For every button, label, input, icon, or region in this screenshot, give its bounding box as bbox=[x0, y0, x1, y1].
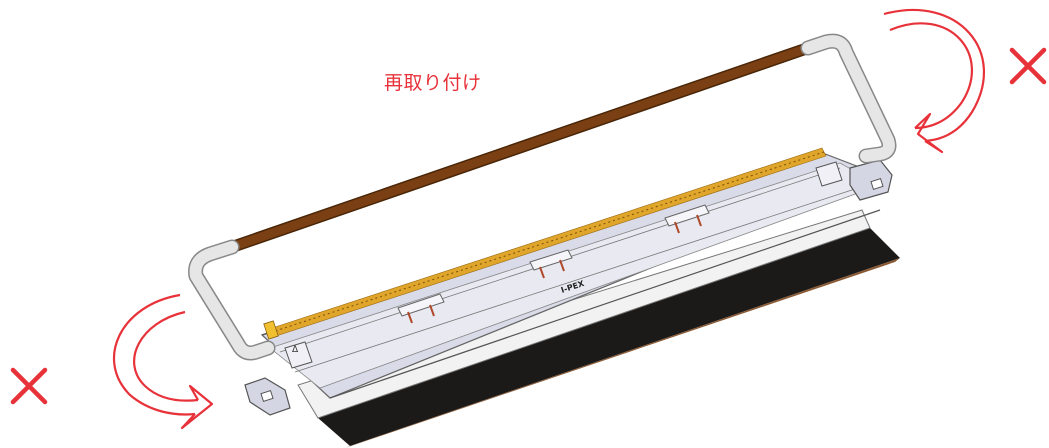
svg-text:Δ: Δ bbox=[292, 345, 299, 355]
cross-mark-icon-bottom-left bbox=[10, 367, 48, 405]
cross-mark-icon-top-right bbox=[1009, 47, 1047, 85]
rotation-arrow-top-right bbox=[883, 8, 985, 154]
rotation-arrow-bottom-left bbox=[113, 293, 214, 430]
actuator-handle bbox=[188, 33, 897, 361]
reattach-caption: 再取り付け bbox=[384, 72, 482, 94]
contact-row bbox=[263, 147, 827, 340]
